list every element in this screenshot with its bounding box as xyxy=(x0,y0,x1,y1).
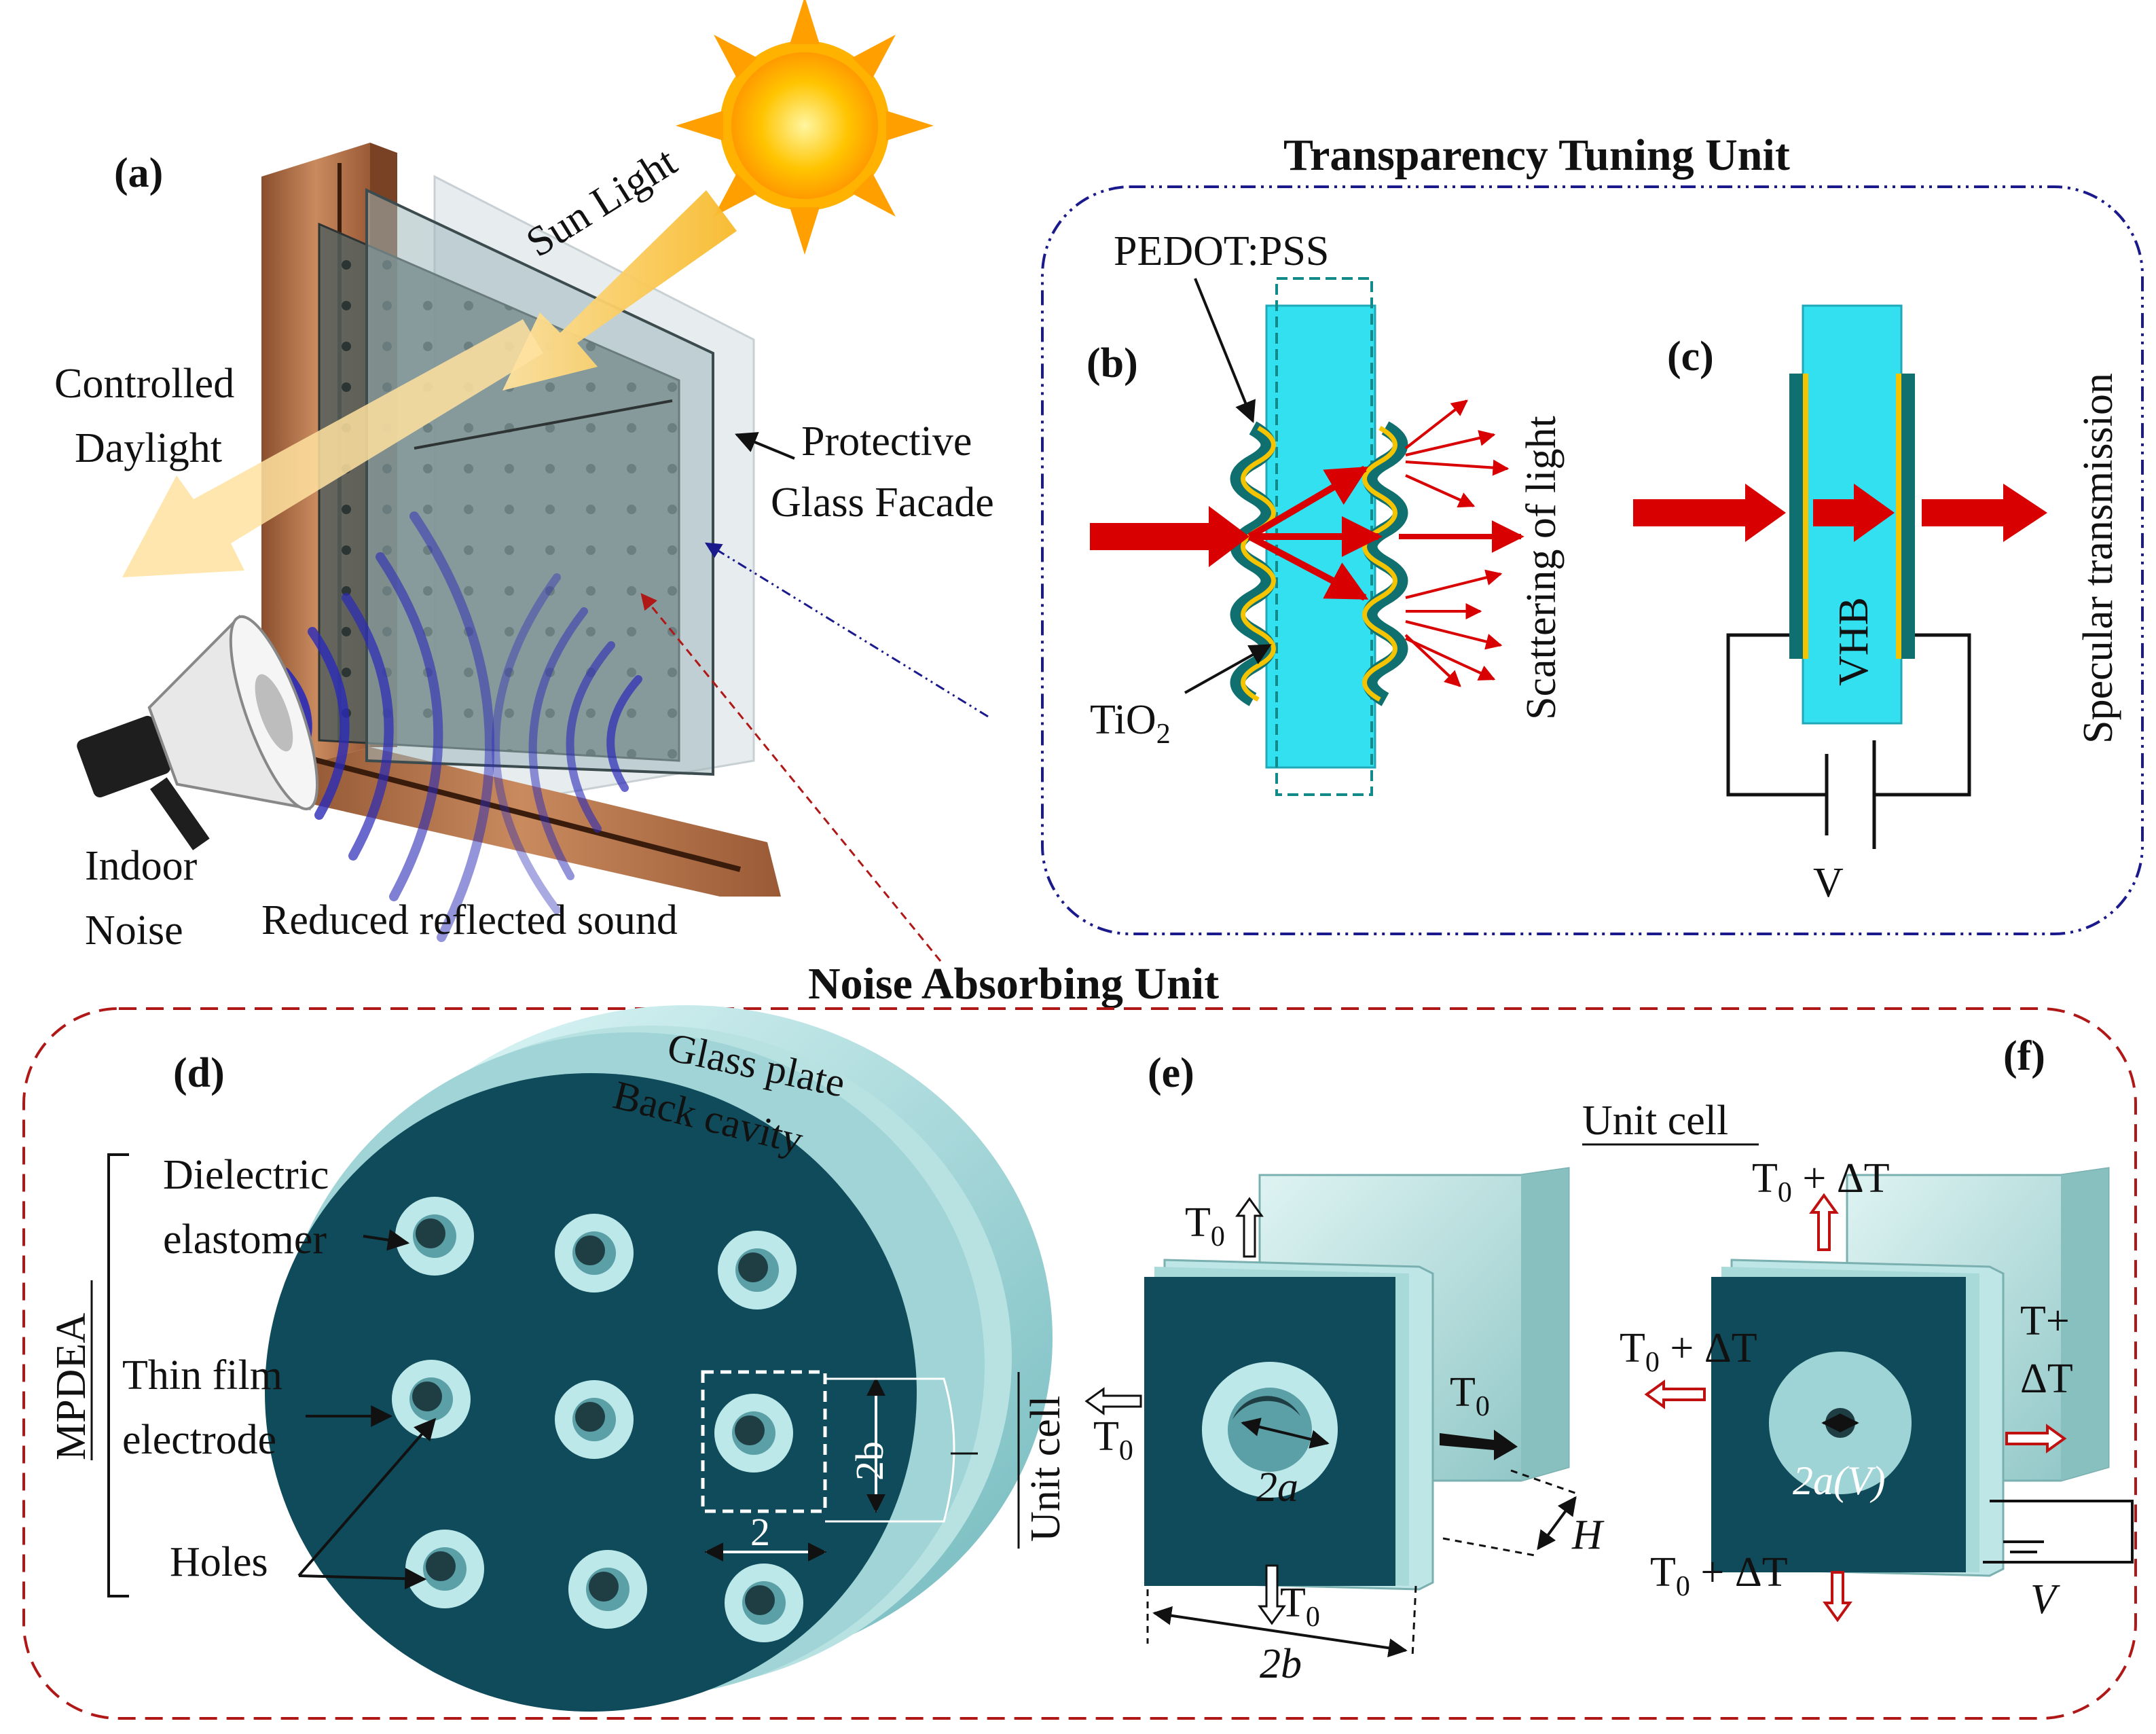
noise-unit: Noise Absorbing Unit (d) xyxy=(22,959,2137,1720)
t-plus-label-f: T+ xyxy=(2020,1298,2070,1344)
blue-dash-pointer xyxy=(704,542,989,718)
electrode-left-c xyxy=(1789,374,1803,659)
holes-label: Holes xyxy=(170,1539,268,1585)
internal-rays xyxy=(1247,465,1383,601)
specular-label: Specular transmission xyxy=(2075,373,2121,744)
daylight-label: Daylight xyxy=(75,425,222,471)
vhb-label: VHB xyxy=(1831,597,1877,686)
panel-e-label: (e) xyxy=(1148,1050,1194,1096)
hole xyxy=(718,1231,797,1309)
protective-label: Protective xyxy=(801,418,972,465)
hole xyxy=(568,1550,647,1629)
panel-c: (c) VHB V Specular transmission xyxy=(1633,304,2121,906)
dim-2a-e: 2a xyxy=(1256,1464,1298,1511)
hole xyxy=(405,1530,484,1608)
t0-top-e: T0 xyxy=(1185,1199,1225,1252)
panel-a-label: (a) xyxy=(114,150,163,196)
battery-circuit xyxy=(1726,633,1971,849)
holes-grid xyxy=(392,1197,803,1642)
indoor-label: Indoor xyxy=(85,843,198,889)
dim-2-d: 2 xyxy=(750,1510,770,1554)
panel-c-label: (c) xyxy=(1667,333,1714,380)
hole xyxy=(555,1214,634,1293)
noise-unit-title: Noise Absorbing Unit xyxy=(808,959,1219,1009)
transparency-unit-title: Transparency Tuning Unit xyxy=(1283,130,1790,180)
panel-b-label: (b) xyxy=(1086,340,1138,386)
battery-circuit-f xyxy=(1983,1500,2134,1564)
hole xyxy=(555,1380,634,1459)
red-dash-pointer xyxy=(640,593,942,962)
panel-b: (b) PEDOT:PSS xyxy=(1086,228,1565,796)
dim-2b-d: 2b xyxy=(847,1441,892,1481)
elastomer-label: elastomer xyxy=(163,1216,327,1263)
t0-left-e: T0 xyxy=(1093,1413,1133,1466)
t0-dt-top-f: T0 + ΔT xyxy=(1752,1155,1890,1208)
glass-facade-label: Glass Facade xyxy=(771,480,994,526)
t0-bottom-e: T0 xyxy=(1280,1580,1320,1633)
dim-2b-e: 2b xyxy=(1260,1641,1302,1687)
incoming-light-arrow-c xyxy=(1633,484,1786,542)
electrode-right-c xyxy=(1901,374,1915,659)
dim-h-e: H xyxy=(1571,1512,1605,1558)
t0-dt-left-f: T0 + ΔT xyxy=(1620,1325,1757,1378)
wrinkled-layer-left xyxy=(1230,421,1276,706)
thin-film-label: Thin film xyxy=(122,1352,282,1398)
transparency-unit: Transparency Tuning Unit (b) PEDOT:PSS xyxy=(1041,130,2144,935)
through-light-arrow-c xyxy=(1813,484,1895,542)
t0-right-e: T0 xyxy=(1450,1369,1490,1422)
hole xyxy=(725,1564,803,1642)
hole xyxy=(395,1197,474,1276)
megaphone-icon xyxy=(77,614,319,850)
panel-e: (e) Unit cell 2a T0 T0 T0 T0 xyxy=(1084,1050,1759,1687)
dielectric-label: Dielectric xyxy=(163,1152,329,1198)
voltage-label-c: V xyxy=(1813,860,1844,906)
scattered-rays xyxy=(1399,399,1524,687)
unit-cell-title: Unit cell xyxy=(1582,1098,1728,1144)
pedot-label: PEDOT:PSS xyxy=(1114,228,1329,274)
noise-unit-frame xyxy=(22,1007,2137,1720)
transparency-unit-frame xyxy=(1041,185,2144,935)
controlled-daylight-beam xyxy=(122,319,543,577)
sun-icon xyxy=(676,0,934,255)
reduced-sound-label: Reduced reflected sound xyxy=(261,897,678,943)
unit-cell-box-d xyxy=(701,1370,827,1513)
hole xyxy=(714,1394,793,1473)
panel-f: (f) 2a(V) T0 + ΔT T0 + ΔT T+ ΔT T0 + ΔT xyxy=(1620,1033,2134,1623)
voltage-label-f: V xyxy=(2030,1576,2060,1623)
mpdea-bracket xyxy=(107,1153,129,1597)
panel-a: (a) xyxy=(54,0,994,962)
outgoing-light-arrow-c xyxy=(1922,484,2047,542)
wrinkled-layer-right xyxy=(1362,421,1408,706)
noise-label: Noise xyxy=(85,907,183,954)
dim-2a-v-f: 2a(V) xyxy=(1793,1458,1886,1503)
hole xyxy=(392,1360,471,1439)
controlled-label: Controlled xyxy=(54,361,234,407)
t0-dt-bottom-f: T0 + ΔT xyxy=(1650,1549,1788,1602)
mpdea-label: MPDEA xyxy=(48,1313,94,1460)
sun-light-beam xyxy=(503,190,737,391)
unit-cell-label-d: Unit cell xyxy=(1023,1396,1069,1542)
panel-d: (d) 2b 2 xyxy=(48,1005,1069,1712)
delta-t-label-f: ΔT xyxy=(2020,1356,2073,1402)
panel-d-label: (d) xyxy=(173,1050,225,1096)
electrode-label: electrode xyxy=(122,1417,276,1463)
scattering-label: Scattering of light xyxy=(1518,416,1565,720)
tio2-label: TiO2 xyxy=(1090,697,1171,750)
incoming-light-arrow-b xyxy=(1090,506,1249,567)
panel-f-label: (f) xyxy=(2003,1033,2045,1079)
